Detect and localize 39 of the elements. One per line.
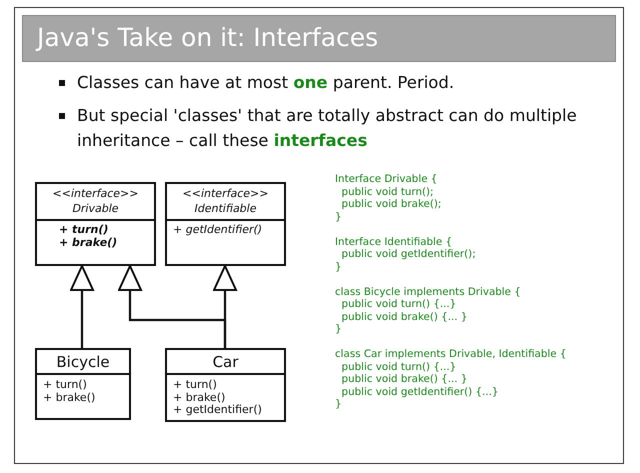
stereotype-label: <<interface>> xyxy=(52,186,140,201)
uml-class-box xyxy=(35,182,156,266)
code-line: public void turn() {...} xyxy=(340,360,456,373)
bullet-text: Classes can have at most one parent. Period. xyxy=(77,72,456,94)
code-line: } xyxy=(335,260,342,273)
class-name: Bicycle xyxy=(55,353,111,371)
code-line: public void turn(); xyxy=(340,186,434,198)
method-signature: + turn() xyxy=(59,224,110,236)
code-line: public void turn() {...} xyxy=(340,298,456,310)
uml-class-box xyxy=(165,182,286,266)
class-name: Car xyxy=(212,353,240,371)
code-line: } xyxy=(335,398,342,410)
code-line: } xyxy=(335,323,342,336)
stereotype-label: <<interface>> xyxy=(182,186,270,201)
code-line: public void brake() {... } xyxy=(340,310,468,323)
bullet-text: But special 'classes' that are totally abstract can do multiple inheritance – call these interfaces xyxy=(77,105,578,152)
inheritance-arrow xyxy=(70,265,94,348)
code-line: Interface Drivable { xyxy=(335,173,438,186)
method-signature: + brake() xyxy=(43,392,96,404)
method-signature: + brake() xyxy=(173,392,226,404)
method-signature: + getIdentifier() xyxy=(173,404,263,416)
class-name: Drivable xyxy=(71,201,120,216)
method-signature: + getIdentifier() xyxy=(173,224,264,236)
method-signature: + turn() xyxy=(43,379,88,392)
code-line: } xyxy=(335,210,342,223)
inheritance-arrow xyxy=(213,265,237,348)
class-name: Identifiable xyxy=(194,201,258,216)
code-line: class Car implements Drivable, Identifiable { xyxy=(335,348,566,360)
method-signature: + turn() xyxy=(173,379,218,392)
code-line: public void getIdentifier() {...} xyxy=(340,386,498,398)
uml-class-box xyxy=(35,348,131,420)
code-line: public void getIdentifier(); xyxy=(340,248,476,260)
method-signature: + brake() xyxy=(59,236,118,249)
slide-title: Java's Take on it: Interfaces xyxy=(37,23,378,52)
code-line: class Bicycle implements Drivable { xyxy=(335,286,521,298)
code-line: public void brake() {... } xyxy=(340,373,468,386)
code-line: public void brake(); xyxy=(340,198,442,210)
uml-class-box xyxy=(165,348,286,422)
code-line: Interface Identifiable { xyxy=(335,236,452,248)
